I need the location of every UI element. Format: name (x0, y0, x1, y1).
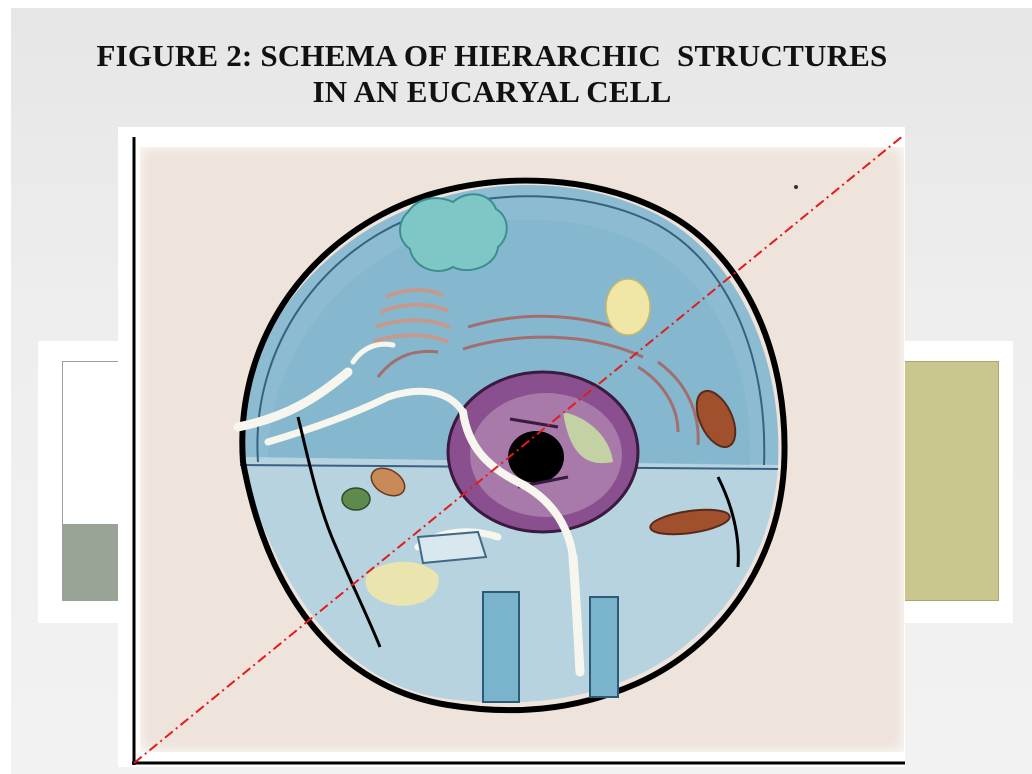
right-decorative-panel (902, 341, 1013, 623)
centrosome (400, 194, 507, 271)
right-panel-fill (902, 361, 999, 601)
slide-title: FIGURE 2: SCHEMA OF HIERARCHIC STRUCTURE… (11, 38, 973, 110)
title-line-2: IN AN EUCARYAL CELL (11, 74, 973, 110)
cell-diagram (118, 127, 905, 767)
title-line-1: FIGURE 2: SCHEMA OF HIERARCHIC STRUCTURE… (11, 38, 973, 74)
nucleolus (508, 431, 564, 483)
membrane-channel-left (483, 592, 519, 702)
green-organelle (342, 488, 370, 510)
membrane-channel-right (590, 597, 618, 697)
lower-membrane-fold (418, 532, 486, 563)
vacuole (606, 279, 650, 335)
marker-dot (794, 185, 798, 189)
figure-panel (118, 127, 905, 767)
